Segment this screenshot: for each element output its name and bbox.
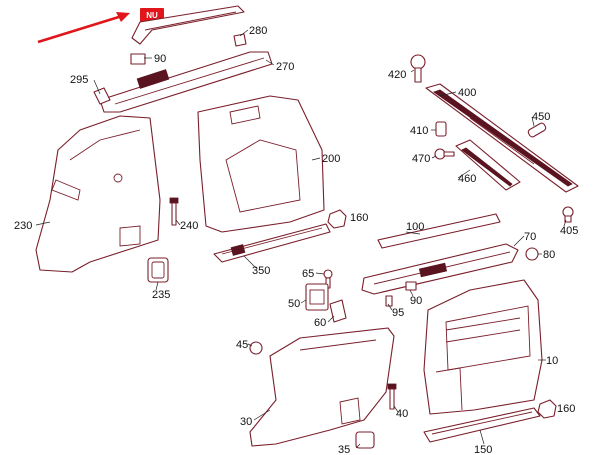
part-405-clip (562, 206, 574, 223)
callout-40[interactable]: 40 (396, 408, 408, 420)
callout-70[interactable]: 70 (524, 231, 536, 243)
callout-80[interactable]: 80 (543, 249, 555, 261)
part-295-clip (93, 87, 111, 105)
callout-235[interactable]: 235 (152, 289, 170, 301)
part-100-strip (377, 213, 501, 249)
callout-450[interactable]: 450 (532, 111, 550, 123)
callout-200[interactable]: 200 (322, 153, 340, 165)
callout-230[interactable]: 230 (14, 220, 32, 232)
part-235-cover (147, 257, 169, 283)
part-70-rail (361, 243, 519, 295)
callout-95[interactable]: 95 (392, 307, 404, 319)
callout-30[interactable]: 30 (240, 416, 252, 428)
part-240-screw (169, 197, 179, 226)
part-470-bolt (434, 148, 455, 160)
callout-50[interactable]: 50 (288, 298, 300, 310)
callout-470[interactable]: 470 (412, 153, 430, 165)
part-90-clip-lower (405, 281, 417, 291)
part-280-clip (233, 33, 247, 47)
callout-90-top[interactable]: 90 (154, 53, 166, 65)
part-160-nut-b (537, 399, 557, 419)
callout-45[interactable]: 45 (236, 339, 248, 351)
part-trim-strip (131, 5, 245, 45)
callout-65[interactable]: 65 (302, 268, 314, 280)
svg-text:NU: NU (146, 11, 158, 20)
callout-240[interactable]: 240 (180, 220, 198, 232)
callout-150[interactable]: 150 (474, 444, 492, 455)
part-200-panel (197, 95, 325, 233)
part-95-fastener (385, 295, 393, 307)
callout-100[interactable]: 100 (406, 221, 424, 233)
part-40-screw (387, 383, 397, 410)
callout-405[interactable]: 405 (560, 225, 578, 237)
part-410-fastener (435, 121, 447, 137)
callout-400[interactable]: 400 (458, 87, 476, 99)
callout-295[interactable]: 295 (70, 74, 88, 86)
callout-350[interactable]: 350 (252, 265, 270, 277)
part-400-strip (425, 83, 579, 193)
part-350-rail (213, 223, 331, 263)
part-45-clip (249, 341, 263, 355)
part-150-sill (423, 407, 541, 443)
part-80-nut (525, 247, 539, 261)
part-35-clip (355, 431, 375, 449)
part-420-bolt (410, 54, 426, 83)
part-10-box (423, 279, 543, 415)
part-30-panel (249, 327, 395, 447)
part-60-lever (329, 299, 347, 323)
callout-280[interactable]: 280 (249, 25, 267, 37)
callout-10[interactable]: 10 (546, 355, 558, 367)
part-230-panel (35, 115, 161, 273)
part-450-cap (527, 122, 547, 138)
callout-420[interactable]: 420 (388, 69, 406, 81)
callout-160-lower[interactable]: 160 (557, 403, 575, 415)
callout-labels: 280 90 295 270 420 400 450 410 470 460 2… (14, 25, 578, 455)
callout-460[interactable]: 460 (458, 173, 476, 185)
callout-270[interactable]: 270 (276, 61, 294, 73)
callout-90-lower[interactable]: 90 (410, 295, 422, 307)
leader-lines (35, 29, 567, 449)
callout-60[interactable]: 60 (314, 317, 326, 329)
part-160-nut-a (327, 209, 347, 229)
callout-160-top[interactable]: 160 (350, 212, 368, 224)
callout-35[interactable]: 35 (338, 444, 350, 455)
part-460-grille (455, 139, 521, 191)
highlight-arrow (37, 12, 130, 44)
part-90-clip (130, 53, 146, 65)
callout-410[interactable]: 410 (410, 125, 428, 137)
part-270-panel (99, 51, 273, 113)
highlight-badge[interactable]: NU (140, 8, 164, 22)
part-50-bracket (305, 283, 329, 311)
